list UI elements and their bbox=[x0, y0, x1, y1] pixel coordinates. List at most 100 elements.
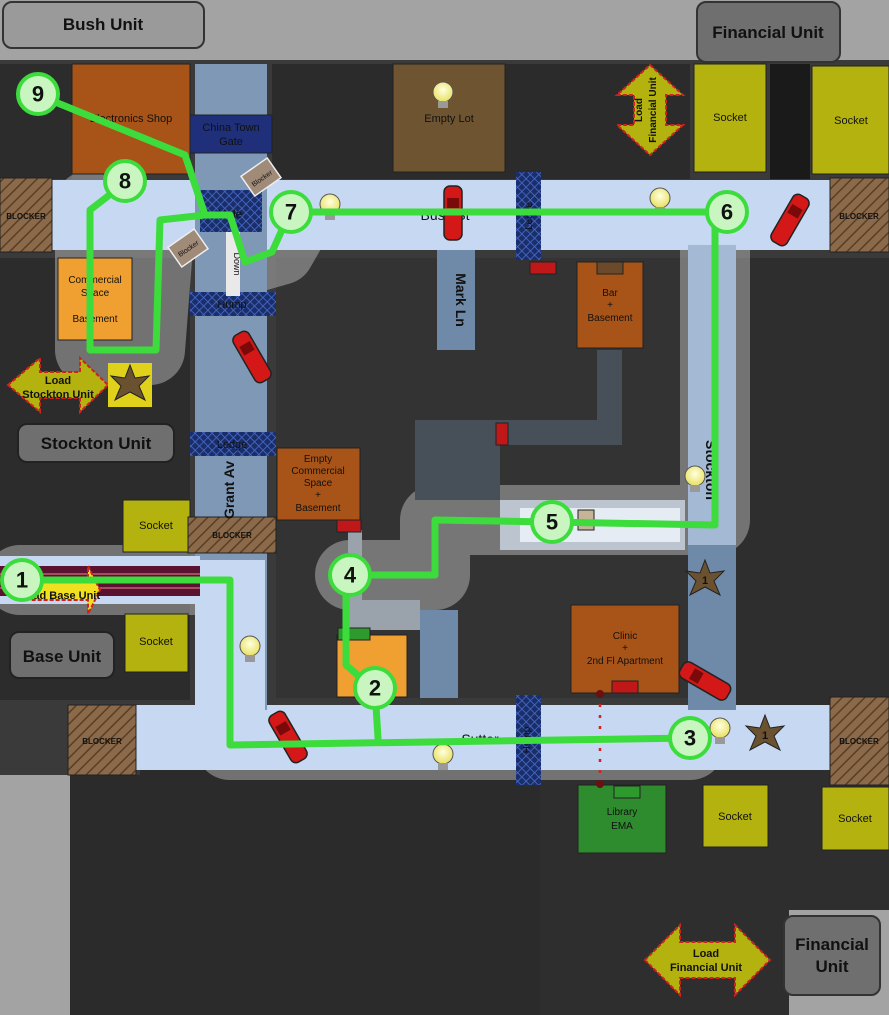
bulb-icon bbox=[432, 81, 454, 108]
svg-text:Bush Unit: Bush Unit bbox=[63, 15, 144, 34]
svg-text:Clinic: Clinic bbox=[613, 631, 637, 642]
svg-text:Empty Lot: Empty Lot bbox=[424, 113, 474, 125]
inner-stair bbox=[360, 600, 420, 630]
block-top-right bbox=[770, 64, 810, 179]
svg-text:Base Unit: Base Unit bbox=[23, 647, 102, 666]
svg-text:4: 4 bbox=[344, 563, 357, 588]
svg-text:1: 1 bbox=[762, 730, 768, 742]
svg-text:EMA: EMA bbox=[611, 821, 633, 832]
building-empty-commercial: Empty Commercial Space + Basement bbox=[276, 447, 361, 521]
star-icon: 1 bbox=[744, 713, 786, 752]
unit-financial-bottom: Financial Unit bbox=[783, 915, 881, 996]
svg-text:Financial Unit: Financial Unit bbox=[712, 23, 824, 42]
svg-text:6: 6 bbox=[721, 200, 733, 225]
svg-text:Basement: Basement bbox=[587, 313, 632, 324]
svg-text:Load: Load bbox=[693, 948, 719, 960]
feature-ledge-grant: Ledge bbox=[190, 432, 276, 456]
street-label-mark: Mark Ln bbox=[453, 273, 469, 327]
feature-blocker-small-1: Blocker bbox=[239, 156, 283, 198]
bulb-icon bbox=[239, 635, 261, 662]
waypoint-5: 5 bbox=[530, 500, 574, 544]
svg-text:Space: Space bbox=[304, 478, 333, 489]
alley-center bbox=[420, 610, 458, 698]
svg-text:Stockton Unit: Stockton Unit bbox=[41, 434, 152, 453]
unit-bush: Bush Unit bbox=[2, 1, 205, 49]
waypoint-6: 6 bbox=[705, 190, 749, 234]
svg-text:2nd Fl Apartment: 2nd Fl Apartment bbox=[587, 656, 663, 667]
socket-bottom-2: Socket bbox=[821, 786, 889, 851]
svg-text:Commercial: Commercial bbox=[68, 275, 121, 286]
waypoint-8: 8 bbox=[103, 159, 147, 203]
svg-text:2: 2 bbox=[369, 676, 381, 701]
blocker-bottom-right: BLOCKER bbox=[829, 696, 889, 786]
unit-stockton: Stockton Unit bbox=[17, 423, 175, 463]
clinic-dot-top bbox=[596, 690, 604, 698]
blocker-left-top: BLOCKER bbox=[0, 177, 53, 253]
feature-down: Down bbox=[226, 232, 242, 296]
svg-text:8: 8 bbox=[119, 169, 131, 194]
arrow-load-stockton: Load Stockton Unit bbox=[6, 355, 110, 415]
svg-text:BLOCKER: BLOCKER bbox=[212, 531, 252, 540]
svg-text:Socket: Socket bbox=[834, 115, 868, 127]
door-green-library bbox=[613, 785, 641, 799]
svg-text:7: 7 bbox=[285, 200, 297, 225]
door-bar bbox=[596, 261, 624, 275]
svg-text:BLOCKER: BLOCKER bbox=[839, 212, 879, 221]
svg-text:9: 9 bbox=[32, 82, 44, 107]
inner-block bbox=[415, 420, 500, 500]
street-mark bbox=[437, 250, 475, 350]
svg-text:BLOCKER: BLOCKER bbox=[6, 212, 46, 221]
building-bar: Bar + Basement bbox=[576, 261, 644, 349]
svg-text:Gate: Gate bbox=[219, 136, 243, 148]
car-sutter bbox=[268, 710, 308, 764]
car-bush-right bbox=[770, 193, 810, 247]
door-inner bbox=[495, 422, 509, 446]
lot-bottom-left bbox=[70, 770, 540, 1015]
svg-text:Stockton Unit: Stockton Unit bbox=[22, 389, 94, 401]
svg-text:Unit: Unit bbox=[815, 957, 848, 976]
waypoint-1: 1 bbox=[0, 558, 44, 602]
building-empty-lot: Empty Lot bbox=[392, 63, 506, 173]
bulb-icon bbox=[684, 465, 706, 492]
star-icon bbox=[108, 363, 152, 407]
svg-text:Basement: Basement bbox=[72, 314, 117, 325]
street-label-grant: Grant Av bbox=[221, 461, 237, 519]
waypoint-4: 4 bbox=[328, 553, 372, 597]
svg-text:Empty: Empty bbox=[304, 454, 332, 465]
unit-financial-top: Financial Unit bbox=[696, 1, 841, 63]
inner-corridor-v bbox=[597, 350, 622, 445]
feature-ledge-bush: Ledge bbox=[516, 172, 541, 260]
star-icon: 1 bbox=[684, 558, 726, 597]
svg-text:Ledge: Ledge bbox=[217, 439, 248, 451]
socket-top-1: Socket bbox=[693, 63, 767, 173]
clinic-dot-bottom bbox=[596, 780, 604, 788]
building-china-town-gate: China Town Gate bbox=[189, 114, 273, 154]
svg-text:Financial: Financial bbox=[795, 935, 869, 954]
svg-text:5: 5 bbox=[546, 510, 558, 535]
svg-text:+: + bbox=[315, 490, 321, 501]
svg-text:Hump: Hump bbox=[217, 299, 246, 311]
door-empty-commercial bbox=[336, 519, 362, 533]
svg-text:Commercial: Commercial bbox=[291, 466, 344, 477]
door-clinic bbox=[611, 680, 639, 694]
street-sutter bbox=[135, 705, 830, 770]
waypoint-3: 3 bbox=[668, 716, 712, 760]
blocker-grant: BLOCKER bbox=[187, 516, 277, 554]
svg-text:Load Base Unit: Load Base Unit bbox=[20, 590, 100, 602]
svg-text:+: + bbox=[607, 300, 613, 311]
svg-text:1: 1 bbox=[16, 568, 28, 593]
car-stockton bbox=[678, 661, 732, 701]
arrow-load-financial-bottom: Load Financial Unit bbox=[643, 922, 772, 998]
svg-text:Space: Space bbox=[81, 288, 110, 299]
building-clinic: Clinic + 2nd Fl Apartment bbox=[570, 604, 680, 694]
socket-top-2: Socket bbox=[811, 65, 889, 175]
svg-text:BLOCKER: BLOCKER bbox=[839, 737, 879, 746]
svg-text:3: 3 bbox=[684, 726, 696, 751]
waypoint-7: 7 bbox=[269, 190, 313, 234]
arrow-load-financial-top: Load Financial Unit bbox=[614, 63, 686, 157]
car-grant bbox=[232, 330, 272, 384]
waypoint-9: 9 bbox=[16, 72, 60, 116]
svg-text:BLOCKER: BLOCKER bbox=[82, 737, 122, 746]
socket-base: Socket bbox=[124, 613, 189, 673]
svg-text:Socket: Socket bbox=[139, 520, 173, 532]
